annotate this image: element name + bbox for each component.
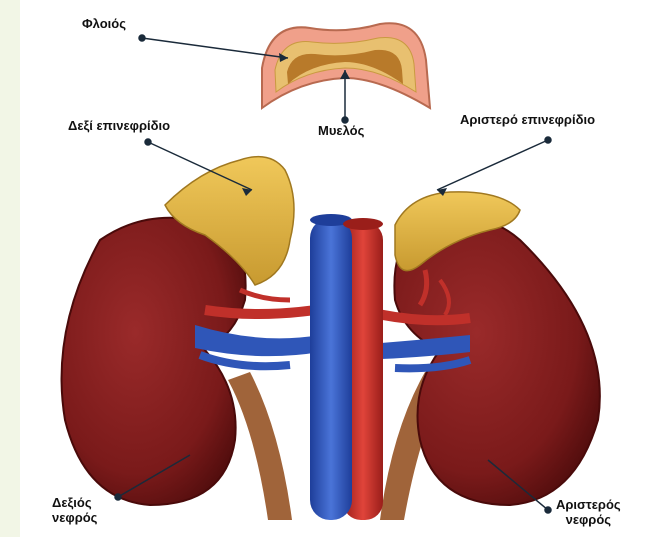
label-left-kidney-line2: νεφρός (556, 512, 621, 527)
leader-cortex (142, 38, 288, 58)
label-medulla: Μυελός (318, 123, 364, 138)
leader-left-adrenal (437, 140, 548, 190)
label-left-kidney-line1: Αριστερός (556, 497, 621, 512)
right-ureter (228, 372, 292, 520)
label-left-adrenal: Αριστερό επινεφρίδιο (460, 112, 595, 127)
adrenal-cross-section (262, 23, 430, 108)
label-right-kidney-line1: Δεξιός (52, 495, 97, 510)
label-right-adrenal: Δεξί επινεφρίδιο (68, 118, 170, 133)
inferior-vena-cava (310, 218, 352, 520)
label-right-kidney: Δεξιός νεφρός (52, 495, 97, 525)
label-right-kidney-line2: νεφρός (52, 510, 97, 525)
label-left-kidney: Αριστερός νεφρός (556, 497, 621, 527)
label-cortex: Φλοιός (82, 16, 126, 31)
